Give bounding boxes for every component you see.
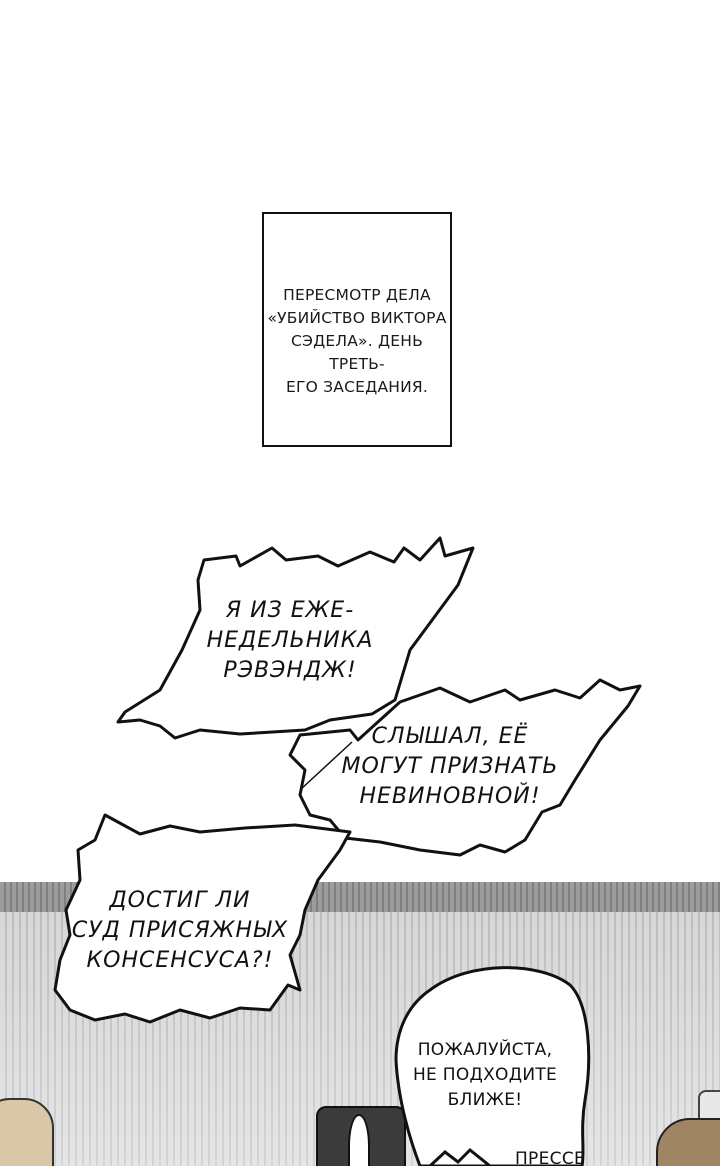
speech-bubble-innocent: [288, 678, 642, 857]
narration-caption-text: ПЕРЕСМОТР ДЕЛА «УБИЙСТВО ВИКТОРА СЭДЕЛА»…: [264, 284, 450, 399]
bubble-text-innocent: СЛЫШАЛ, ЕЁ МОГУТ ПРИЗНАТЬ НЕВИНОВНОЙ!: [340, 722, 560, 812]
bubble-line: ПРЕССЕ: [514, 1149, 586, 1166]
bubble-line: Я ИЗ ЕЖЕ-: [225, 598, 355, 623]
speech-bubble-weekly-reporter: [116, 536, 475, 740]
bubble-line: НЕ ПОДХОДИТЕ: [412, 1065, 558, 1085]
bubble-line: ДОСТИГ ЛИ: [109, 888, 251, 913]
bubble-line: НЕВИНОВНОЙ!: [359, 784, 541, 809]
narration-caption-box: ПЕРЕСМОТР ДЕЛА «УБИЙСТВО ВИКТОРА СЭДЕЛА»…: [262, 212, 452, 447]
caption-line: «УБИЙСТВО ВИКТОРА: [267, 309, 447, 327]
bubble-line: МОГУТ ПРИЗНАТЬ: [341, 754, 559, 779]
speech-bubble-jury: [53, 813, 352, 1024]
bubble-tail-connector: [299, 741, 353, 791]
bubble-line: БЛИЖЕ!: [447, 1090, 523, 1110]
character-right-figure: [656, 1118, 720, 1166]
bubble-text-jury: ДОСТИГ ЛИ СУД ПРИСЯЖНЫХ КОНСЕНСУСА?!: [70, 886, 290, 976]
character-middle-figure: [316, 1106, 406, 1166]
character-middle-collar: [348, 1114, 370, 1166]
caption-line: ЕГО ЗАСЕДАНИЯ.: [286, 378, 428, 396]
bubble-line: СЛЫШАЛ, ЕЁ: [371, 724, 529, 749]
bubble-line: ПОЖАЛУЙСТА,: [417, 1040, 553, 1060]
caption-line: ПЕРЕСМОТР ДЕЛА: [283, 286, 431, 304]
character-left-figure: [0, 1098, 54, 1166]
bubble-text-press: ПРЕССЕ: [505, 1148, 595, 1166]
bubble-line: НЕДЕЛЬНИКА: [206, 628, 374, 653]
bubble-line: КОНСЕНСУСА?!: [86, 948, 274, 973]
bubble-text-please-step-back: ПОЖАЛУЙСТА, НЕ ПОДХОДИТЕ БЛИЖЕ!: [400, 1038, 570, 1113]
speech-bubble-press: [427, 1147, 493, 1166]
caption-line: СЭДЕЛА». ДЕНЬ ТРЕТЬ-: [291, 332, 423, 373]
bubble-line: СУД ПРИСЯЖНЫХ: [71, 918, 289, 943]
bubble-line: РЭВЭНДЖ!: [223, 658, 357, 683]
speech-bubble-please-step-back: [394, 966, 591, 1166]
bubble-text-weekly-reporter: Я ИЗ ЕЖЕ- НЕДЕЛЬНИКА РЭВЭНДЖ!: [205, 596, 375, 686]
